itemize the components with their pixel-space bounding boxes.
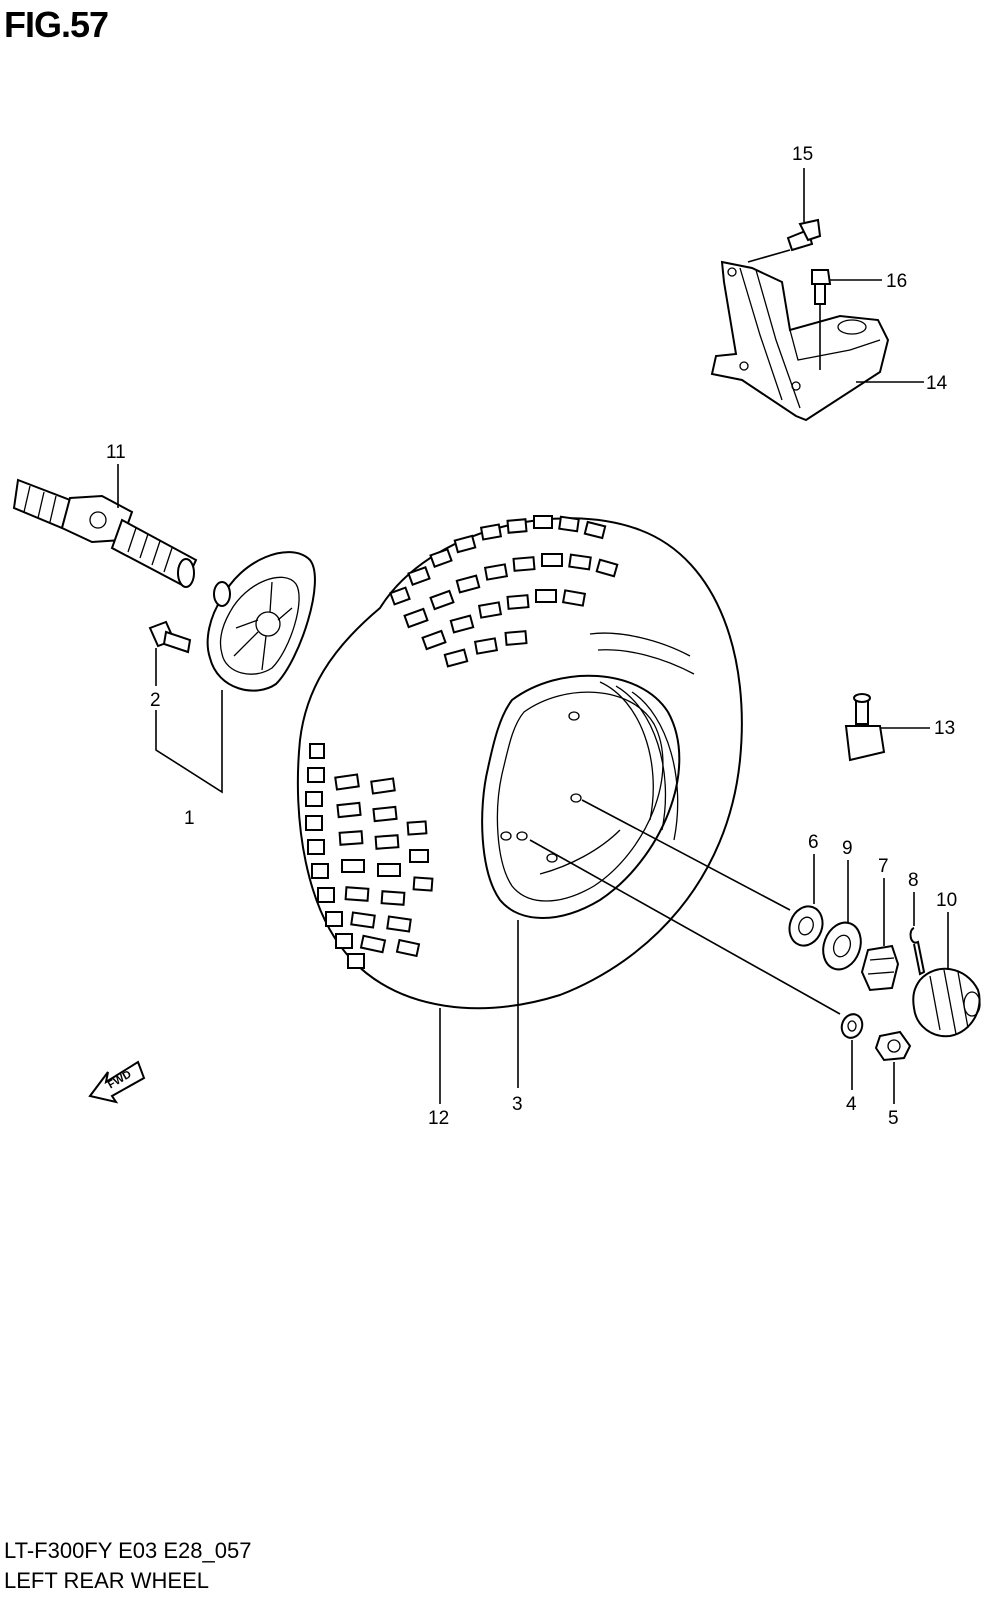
- callout-1: 1: [184, 808, 195, 829]
- washer-part-6[interactable]: [784, 902, 828, 951]
- stud-bolt-part-2[interactable]: [148, 620, 192, 654]
- cotter-pin-part-8[interactable]: [909, 927, 926, 976]
- figure-title: FIG.57: [4, 4, 109, 45]
- castle-nut-part-7[interactable]: [860, 944, 900, 992]
- drive-shaft-part-11[interactable]: [12, 478, 198, 588]
- callout-9: 9: [842, 838, 853, 859]
- axis-line-upper: [581, 799, 791, 911]
- bolt-part-15[interactable]: [786, 218, 822, 252]
- callout-14: 14: [926, 373, 948, 394]
- valve-part-13[interactable]: [844, 693, 886, 762]
- callout-11: 11: [106, 442, 126, 463]
- callout-10: 10: [936, 890, 957, 911]
- wheel-hub-part-1[interactable]: [206, 551, 316, 692]
- callout-16: 16: [886, 271, 907, 292]
- tire-tread-blocks: [305, 515, 619, 969]
- callout-3: 3: [512, 1094, 523, 1115]
- callout-6: 6: [808, 832, 819, 853]
- model-code: LT-F300FY E03 E28_057: [4, 1538, 252, 1563]
- callout-5: 5: [888, 1108, 899, 1129]
- hub-cap-part-10[interactable]: [912, 967, 981, 1038]
- callout-13: 13: [934, 718, 955, 739]
- callout-2: 2: [150, 690, 161, 711]
- leader-15-axis: [747, 249, 791, 263]
- axis-line-lower: [529, 839, 841, 1015]
- callout-8: 8: [908, 870, 919, 891]
- forward-direction-arrow: FWD: [88, 1060, 146, 1104]
- bolt-part-16[interactable]: [811, 269, 832, 305]
- callout-7: 7: [878, 856, 889, 877]
- rim-part-3[interactable]: [481, 674, 681, 919]
- bracket-part-14[interactable]: [710, 260, 890, 422]
- callout-12: 12: [428, 1108, 449, 1129]
- leader-1-bracket: [155, 690, 223, 794]
- washer-part-9[interactable]: [817, 917, 867, 974]
- nut-part-5[interactable]: [874, 1030, 912, 1062]
- callout-4: 4: [846, 1094, 857, 1115]
- figure-caption: LEFT REAR WHEEL: [4, 1568, 209, 1593]
- callout-15: 15: [792, 144, 813, 165]
- washer-part-4[interactable]: [838, 1011, 865, 1040]
